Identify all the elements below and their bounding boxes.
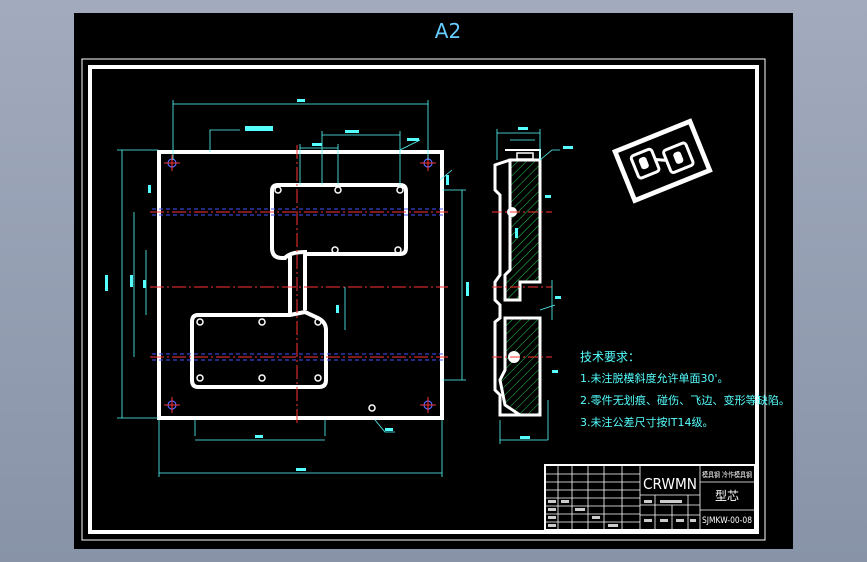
title-drawing-number: SJMKW-00-08 [702, 516, 752, 526]
notes-item-1: 1.未注脱模斜度允许单面30'。 [580, 371, 729, 385]
plan-view [105, 99, 469, 477]
upper-pocket [270, 183, 408, 260]
technical-notes: 技术要求： 1.未注脱模斜度允许单面30'。 2.零件无划痕、碰伤、飞边、变形等… [580, 350, 790, 429]
section-view [492, 127, 573, 444]
title-block: CRWMN 模具钢 冷作模具钢 型芯 SJMKW-00-08 [544, 464, 756, 531]
notes-item-3: 3.未注公差尺寸按IT14级。 [580, 415, 713, 429]
drawing-outer-trim [81, 58, 766, 541]
drawing-border [88, 65, 759, 534]
sheet-size-label: A2 [435, 19, 461, 43]
drawing-sheet [74, 13, 793, 549]
notes-heading: 技术要求： [580, 350, 640, 364]
title-material: 模具钢 冷作模具钢 [702, 470, 752, 479]
lower-pocket [190, 309, 328, 389]
title-part-name: 型芯 [715, 489, 739, 503]
notes-item-2: 2.零件无划痕、碰伤、飞边、变形等缺陷。 [580, 393, 790, 407]
isometric-preview [611, 118, 713, 204]
title-logo: CRWMN [643, 475, 697, 493]
connecting-slot [288, 256, 307, 316]
